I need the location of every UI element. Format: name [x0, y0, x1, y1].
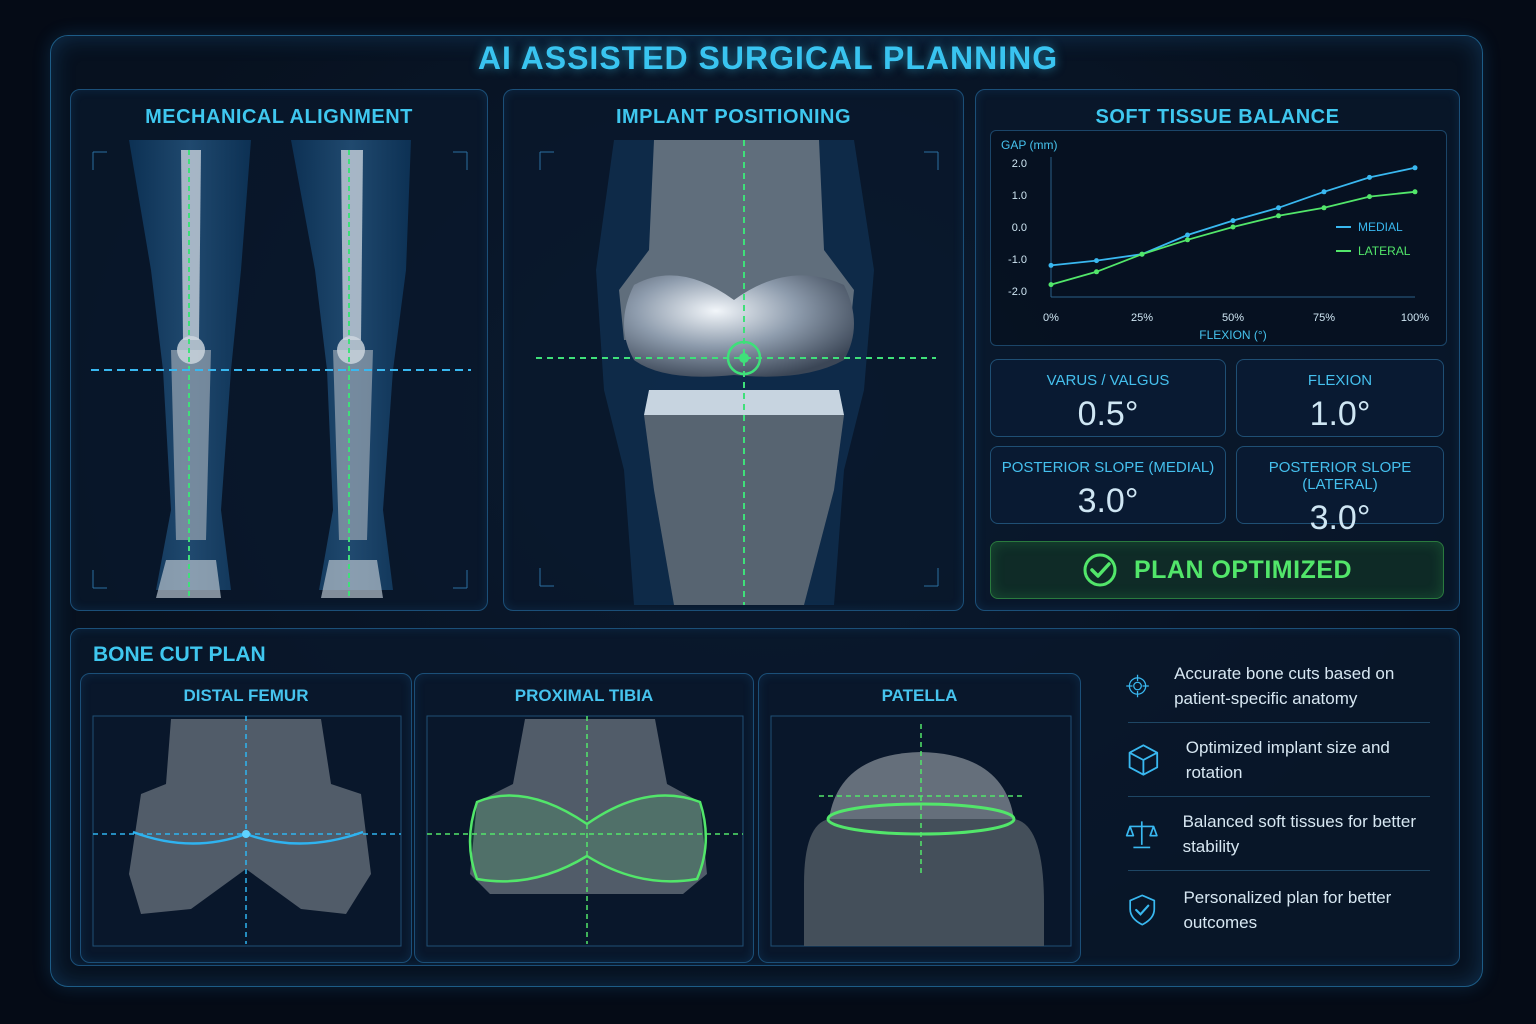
proximal-tibia-label: PROXIMAL TIBIA: [514, 686, 654, 705]
data-point: [1412, 189, 1418, 195]
shield-check-icon: [1129, 894, 1156, 926]
knee-implant-image: [536, 140, 939, 605]
soft-tissue-balance-title: SOFT TISSUE BALANCE: [1095, 106, 1340, 128]
feature-text: Optimized implant size and rotation: [1185, 738, 1390, 782]
divider: [1128, 796, 1430, 797]
y-tick-label: -2.0: [1008, 286, 1027, 298]
bone-view-distal-femur: DISTAL FEMUR: [80, 673, 412, 963]
x-tick-label: 75%: [1313, 312, 1335, 324]
stat-value: 1.0°: [1309, 395, 1371, 433]
y-axis-label: GAP (mm): [1001, 138, 1057, 152]
data-point: [1094, 258, 1099, 264]
stat-label: POSTERIOR SLOPE (LATERAL): [1268, 459, 1412, 493]
proximal-tibia-image: [426, 715, 744, 947]
bone-cut-plan-title: BONE CUT PLAN: [93, 643, 266, 666]
stat-label: FLEXION: [1307, 372, 1373, 389]
distal-femur-label: DISTAL FEMUR: [183, 686, 309, 705]
distal-femur-image: [92, 715, 402, 947]
feature-item: Optimized implant size and rotation: [1125, 734, 1430, 786]
varus-valgus-stat: VARUS / VALGUS 0.5°: [990, 359, 1226, 437]
x-tick-label: 100%: [1401, 312, 1429, 324]
data-point: [1276, 213, 1281, 219]
balance-scale-icon: [1125, 821, 1158, 849]
chart-container: GAP (mm) 2.0 1.0 0.0 -1.0 -2.0 0% 25% 50% 75% 100%…: [990, 130, 1447, 346]
x-tick-label: 25%: [1131, 312, 1153, 324]
gap-chart: GAP (mm) 2.0 1.0 0.0 -1.0 -2.0 0% 25% 50% 75% 100%…: [1001, 138, 1429, 342]
feature-item: Accurate bone cuts based on patient-spec…: [1125, 660, 1430, 712]
x-axis-label: FLEXION (°): [1199, 328, 1266, 342]
data-point: [1094, 269, 1099, 275]
crosshair-icon: [1126, 674, 1149, 698]
data-point: [1185, 232, 1190, 238]
data-point: [1367, 174, 1372, 180]
data-point: [1367, 194, 1372, 200]
patella-label: PATELLA: [881, 686, 958, 705]
implant-positioning-panel: IMPLANT POSITIONING: [503, 89, 964, 611]
x-tick-label: 50%: [1222, 312, 1244, 324]
data-point: [1048, 262, 1054, 268]
flexion-stat: FLEXION 1.0°: [1236, 359, 1444, 437]
legend-label: LATERAL: [1358, 244, 1411, 258]
data-point: [1321, 189, 1327, 195]
plan-status-label: PLAN OPTIMIZED: [1133, 555, 1353, 584]
y-tick-label: 1.0: [1012, 190, 1027, 202]
posterior-slope-lateral-stat: POSTERIOR SLOPE (LATERAL) 3.0°: [1236, 446, 1444, 537]
y-tick-label: 2.0: [1012, 158, 1027, 170]
y-tick-label: -1.0: [1008, 254, 1027, 266]
data-point: [1230, 224, 1236, 230]
patella-image: [770, 715, 1072, 947]
plan-optimized-status[interactable]: PLAN OPTIMIZED: [990, 541, 1444, 599]
feature-text: Personalized plan for better outcomes: [1183, 888, 1392, 932]
posterior-slope-medial-stat: POSTERIOR SLOPE (MEDIAL) 3.0°: [990, 446, 1226, 524]
y-tick-label: 0.0: [1012, 222, 1027, 234]
data-point: [1139, 251, 1145, 257]
mechanical-alignment-panel: MECHANICAL ALIGNMENT: [70, 89, 488, 611]
feature-item: Personalized plan for better outcomes: [1125, 884, 1430, 936]
check-circle-icon: [1083, 553, 1117, 587]
stat-label: POSTERIOR SLOPE (MEDIAL): [1001, 459, 1215, 476]
soft-tissue-balance-panel: SOFT TISSUE BALANCE GAP (mm) 2.0 1.0 0.0 -1.…: [975, 89, 1460, 611]
stat-value: 0.5°: [1077, 395, 1139, 433]
data-point: [1321, 205, 1327, 211]
bone-view-proximal-tibia: PROXIMAL TIBIA: [414, 673, 754, 963]
data-point: [1412, 165, 1418, 171]
feature-text: Balanced soft tissues for better stabili…: [1182, 812, 1416, 856]
divider: [1128, 722, 1430, 723]
data-point: [1185, 237, 1190, 243]
cube-icon: [1128, 744, 1159, 776]
stat-label: VARUS / VALGUS: [1046, 372, 1170, 389]
data-point: [1230, 218, 1236, 224]
implant-positioning-title: IMPLANT POSITIONING: [615, 106, 852, 128]
legend-label: MEDIAL: [1358, 220, 1403, 234]
feature-text: Accurate bone cuts based on patient-spec…: [1174, 664, 1395, 708]
series-line-lateral: [1050, 190, 1416, 286]
data-point: [1276, 205, 1281, 211]
bone-view-patella: PATELLA: [758, 673, 1081, 963]
mechanical-alignment-title: MECHANICAL ALIGNMENT: [145, 106, 413, 128]
divider: [1128, 870, 1430, 871]
stat-value: 3.0°: [1077, 482, 1139, 520]
data-point: [1048, 282, 1054, 288]
x-tick-label: 0%: [1043, 312, 1059, 324]
leg-alignment-image: [91, 140, 471, 598]
page-title: AI ASSISTED SURGICAL PLANNING: [477, 40, 1059, 76]
feature-item: Balanced soft tissues for better stabili…: [1125, 808, 1430, 860]
stat-value: 3.0°: [1309, 499, 1371, 537]
